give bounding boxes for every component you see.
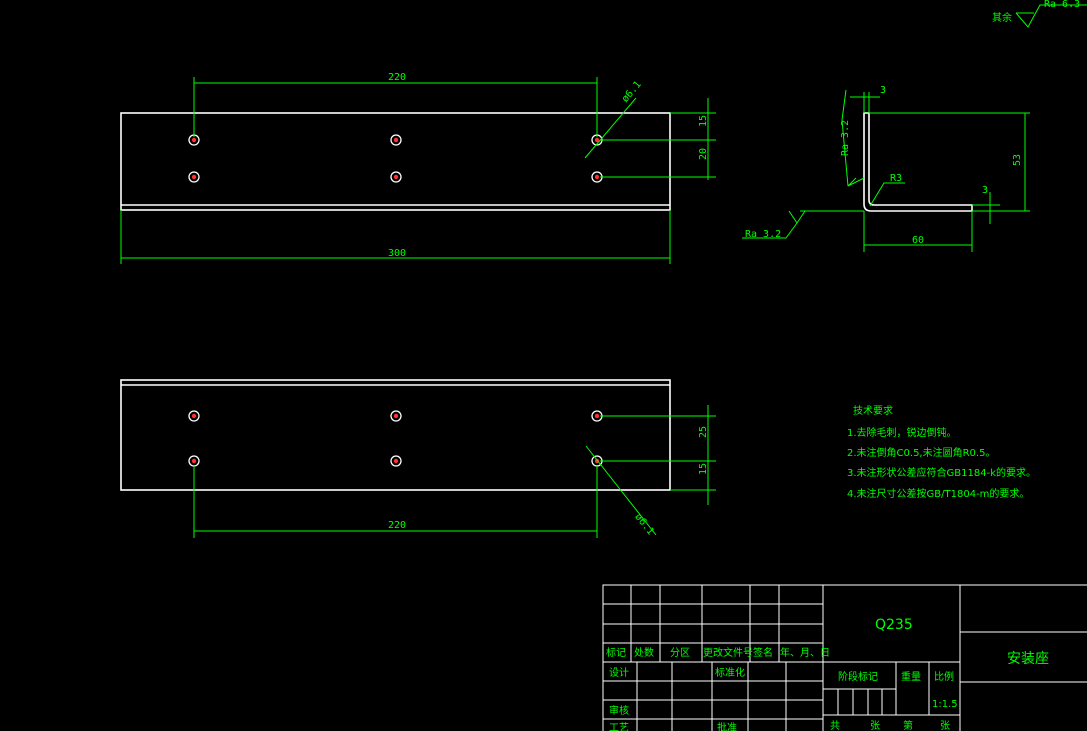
bottom-dim-hole: ø6.1 — [632, 512, 656, 538]
front-view: 220 300 ø6.1 15 20 — [120, 72, 716, 264]
tech-item: 3.未注形状公差应符合GB1184-k的要求。 — [847, 466, 1036, 479]
sheet-label: 张 — [940, 720, 950, 731]
front-dim-right-b: 20 — [698, 148, 709, 160]
header-count: 处数 — [634, 646, 654, 659]
side-dim-thickness-right: 3 — [982, 185, 988, 196]
total-label: 共 — [830, 720, 840, 731]
tech-title: 技术要求 — [853, 404, 893, 417]
page-label: 第 — [903, 719, 913, 731]
process-label: 工艺 — [609, 722, 629, 731]
surface-finish-symbol: 其余 Ra 6.3 — [992, 0, 1087, 28]
header-zone: 分区 — [670, 647, 690, 659]
front-dim-top: 220 — [388, 72, 406, 83]
bottom-dim-bottom: 220 — [388, 520, 406, 531]
weight-label: 重量 — [901, 670, 921, 683]
header-date: 年、月、日 — [780, 646, 830, 659]
stage-mark-label: 阶段标记 — [838, 670, 878, 683]
scale-value: 1:1.5 — [932, 699, 958, 710]
tech-item: 2.未注倒角C0.5,未注圆角R0.5。 — [847, 446, 995, 459]
part-name: 安装座 — [1007, 651, 1049, 667]
header-sign: 签名 — [753, 646, 773, 659]
front-dim-right-a: 15 — [698, 115, 709, 127]
review-label: 审核 — [609, 704, 629, 717]
scale-label: 比例 — [934, 670, 954, 683]
approve-label: 批准 — [717, 721, 737, 731]
bottom-dim-right-b: 15 — [698, 463, 709, 475]
sheets-label: 张 — [870, 720, 880, 731]
bottom-view: 220 ø6.1 25 15 — [120, 379, 716, 538]
surface-finish-value: Ra 6.3 — [1044, 0, 1080, 10]
header-mark: 标记 — [606, 647, 626, 659]
front-dim-hole: ø6.1 — [620, 79, 644, 105]
bottom-holes — [188, 410, 603, 467]
tech-item: 4.未注尺寸公差按GB/T1804-m的要求。 — [847, 487, 1029, 500]
side-dim-height: 53 — [1012, 154, 1023, 166]
side-radius: R3 — [890, 173, 902, 184]
side-dim-length: 60 — [912, 235, 924, 246]
bottom-dim-right-a: 25 — [698, 426, 709, 438]
surface-finish-label: 其余 — [992, 11, 1012, 24]
material-label: Q235 — [875, 617, 913, 633]
tech-requirements: 技术要求 1.去除毛刺，锐边倒钝。 2.未注倒角C0.5,未注圆角R0.5。 3… — [847, 404, 1036, 500]
side-dim-thickness-top: 3 — [880, 85, 886, 96]
side-view: 3 53 3 60 R3 Ra 3.2 Ra 3.2 — [742, 85, 1030, 252]
front-holes — [188, 134, 603, 183]
header-change-doc: 更改文件号 — [703, 646, 753, 659]
standardize-label: 标准化 — [715, 666, 745, 679]
front-dim-bottom: 300 — [388, 248, 406, 259]
side-roughness-vertical: Ra 3.2 — [840, 120, 851, 156]
title-block: Q235 安装座 标记 处数 分区 更改文件号 签名 年、月、日 设计 标准化 … — [602, 584, 1087, 731]
side-roughness-horizontal: Ra 3.2 — [745, 229, 781, 240]
design-label: 设计 — [609, 666, 629, 679]
tech-item: 1.去除毛刺，锐边倒钝。 — [847, 426, 957, 439]
